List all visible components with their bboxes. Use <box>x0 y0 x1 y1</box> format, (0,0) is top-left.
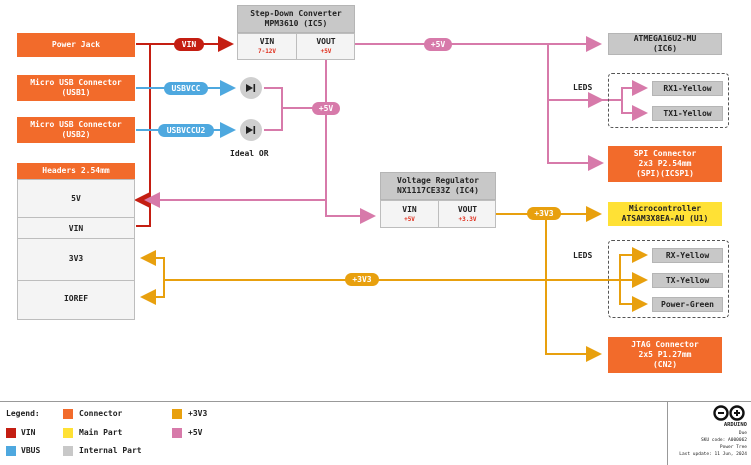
legend-swatch-vbus <box>6 446 16 456</box>
plus5v-pill-a: +5V <box>312 102 340 115</box>
vin-pill: VIN <box>174 38 204 51</box>
headers-vin: VIN <box>17 219 135 237</box>
legend-swatch-internal-part <box>63 446 73 456</box>
headers-divider-3 <box>17 280 135 281</box>
footer-brand: ARDUINO <box>723 422 747 428</box>
regulator-vin: VIN <box>402 204 417 214</box>
footer-line1: Due <box>738 431 747 436</box>
headers-title: Headers 2.54mm <box>42 166 110 175</box>
stepdown-vin: VIN <box>259 36 275 46</box>
stepdown-title: Step-Down Converter MPM3610 (IC5) <box>250 9 342 28</box>
spi-connector-block: SPI Connector 2x3 P2.54mm (SPI)(ICSP1) <box>608 146 722 182</box>
atmega-label: ATMEGA16U2-MU (IC6) <box>633 34 697 53</box>
leds-label-1: LEDS <box>573 83 593 92</box>
headers-3v3: 3V3 <box>17 248 135 268</box>
tx1-led: TX1-Yellow <box>652 106 723 121</box>
legend-label-vbus: VBUS <box>21 446 41 455</box>
tx-led: TX-Yellow <box>652 273 723 288</box>
stepdown-vin-sub: 7-12V <box>257 47 277 55</box>
regulator-title: Voltage Regulator NX1117CE33Z (IC4) <box>397 176 479 195</box>
headers-3v3-label: 3V3 <box>68 253 84 263</box>
mcu-label: Microcontroller ATSAM3X8EA-AU (U1) <box>621 204 709 223</box>
tx-label: TX-Yellow <box>665 275 710 285</box>
headers-ioref-label: IOREF <box>63 293 89 303</box>
legend-swatch-5v <box>172 428 182 438</box>
headers-title-block: Headers 2.54mm <box>17 163 135 179</box>
rx1-led: RX1-Yellow <box>652 81 723 96</box>
micro-usb1-label: Micro USB Connector (USB1) <box>30 78 122 97</box>
stepdown-body: VIN 7-12V VOUT +5V <box>237 33 355 60</box>
footer-info: ARDUINO Due SKU code: A000062 Power Tree… <box>667 402 751 465</box>
v5-net <box>144 36 604 224</box>
legend: Legend: Connector +3V3 VIN Main Part +5V… <box>0 401 751 465</box>
legend-swatch-vin <box>6 428 16 438</box>
power-jack-block: Power Jack <box>17 33 135 57</box>
plus3v3-pill-b: +3V3 <box>345 273 379 286</box>
headers-divider-1 <box>17 217 135 218</box>
legend-label-connector: Connector <box>79 409 123 418</box>
headers-5v: 5V <box>17 188 135 208</box>
regulator-vout-sub: +3.3V <box>458 215 477 223</box>
plus3v3-pill-a: +3V3 <box>527 207 561 220</box>
rx-label: RX-Yellow <box>665 250 710 260</box>
jtag-label: JTAG Connector 2x5 P1.27mm (CN2) <box>631 340 699 369</box>
regulator-body: VIN +5V VOUT +3.3V <box>380 200 496 228</box>
regulator-vin-sub: +5V <box>404 215 415 223</box>
regulator-vout: VOUT <box>457 204 478 214</box>
v3-net <box>140 206 648 362</box>
legend-label-5v: +5V <box>188 428 203 437</box>
diode-1-icon <box>240 77 262 99</box>
rx-led: RX-Yellow <box>652 248 723 263</box>
footer-line2: SKU code: A000062 <box>700 438 747 443</box>
usbvcc-pill: USBVCC <box>164 82 208 95</box>
headers-divider-2 <box>17 238 135 239</box>
power-green-label: Power-Green <box>661 299 714 309</box>
legend-title: Legend: <box>6 409 40 418</box>
stepdown-title-block: Step-Down Converter MPM3610 (IC5) <box>237 5 355 33</box>
leds-group-2 <box>608 240 729 318</box>
usbvccu2-pill: USBVCCU2 <box>158 124 214 137</box>
stepdown-vout-sub: +5V <box>320 47 332 55</box>
power-jack-label: Power Jack <box>51 40 101 49</box>
stepdown-vout: VOUT <box>316 36 336 46</box>
legend-label-3v3: +3V3 <box>188 409 208 418</box>
footer-line4: Last update: 11 Jun, 2024 <box>679 452 747 457</box>
micro-usb2-label: Micro USB Connector (USB2) <box>30 120 122 139</box>
power-led: Power-Green <box>652 297 723 312</box>
legend-swatch-3v3 <box>172 409 182 419</box>
spi-label: SPI Connector 2x3 P2.54mm (SPI)(ICSP1) <box>633 149 697 178</box>
headers-ioref: IOREF <box>17 288 135 308</box>
regulator-title-block: Voltage Regulator NX1117CE33Z (IC4) <box>380 172 496 200</box>
legend-label-vin: VIN <box>21 428 36 437</box>
legend-swatch-main-part <box>63 428 73 438</box>
leds-group-1 <box>608 73 729 128</box>
headers-body <box>17 179 135 320</box>
atmega-block: ATMEGA16U2-MU (IC6) <box>608 33 722 55</box>
rx1-label: RX1-Yellow <box>663 83 712 93</box>
tx1-label: TX1-Yellow <box>663 108 712 118</box>
headers-5v-label: 5V <box>71 193 81 203</box>
diode-2-icon <box>240 119 262 141</box>
ideal-or-label: Ideal OR <box>230 149 269 158</box>
footer-line3: Power Tree <box>719 445 747 450</box>
legend-label-main-part: Main Part <box>79 428 123 437</box>
legend-swatch-connector <box>63 409 73 419</box>
plus5v-pill-b: +5V <box>424 38 452 51</box>
arduino-logo-icon <box>713 405 745 421</box>
leds-label-2: LEDS <box>573 251 593 260</box>
micro-usb1-block: Micro USB Connector (USB1) <box>17 75 135 101</box>
legend-label-internal-part: Internal Part <box>79 446 142 455</box>
headers-vin-label: VIN <box>68 223 84 233</box>
mcu-block: Microcontroller ATSAM3X8EA-AU (U1) <box>608 202 722 226</box>
jtag-connector-block: JTAG Connector 2x5 P1.27mm (CN2) <box>608 337 722 373</box>
micro-usb2-block: Micro USB Connector (USB2) <box>17 117 135 143</box>
